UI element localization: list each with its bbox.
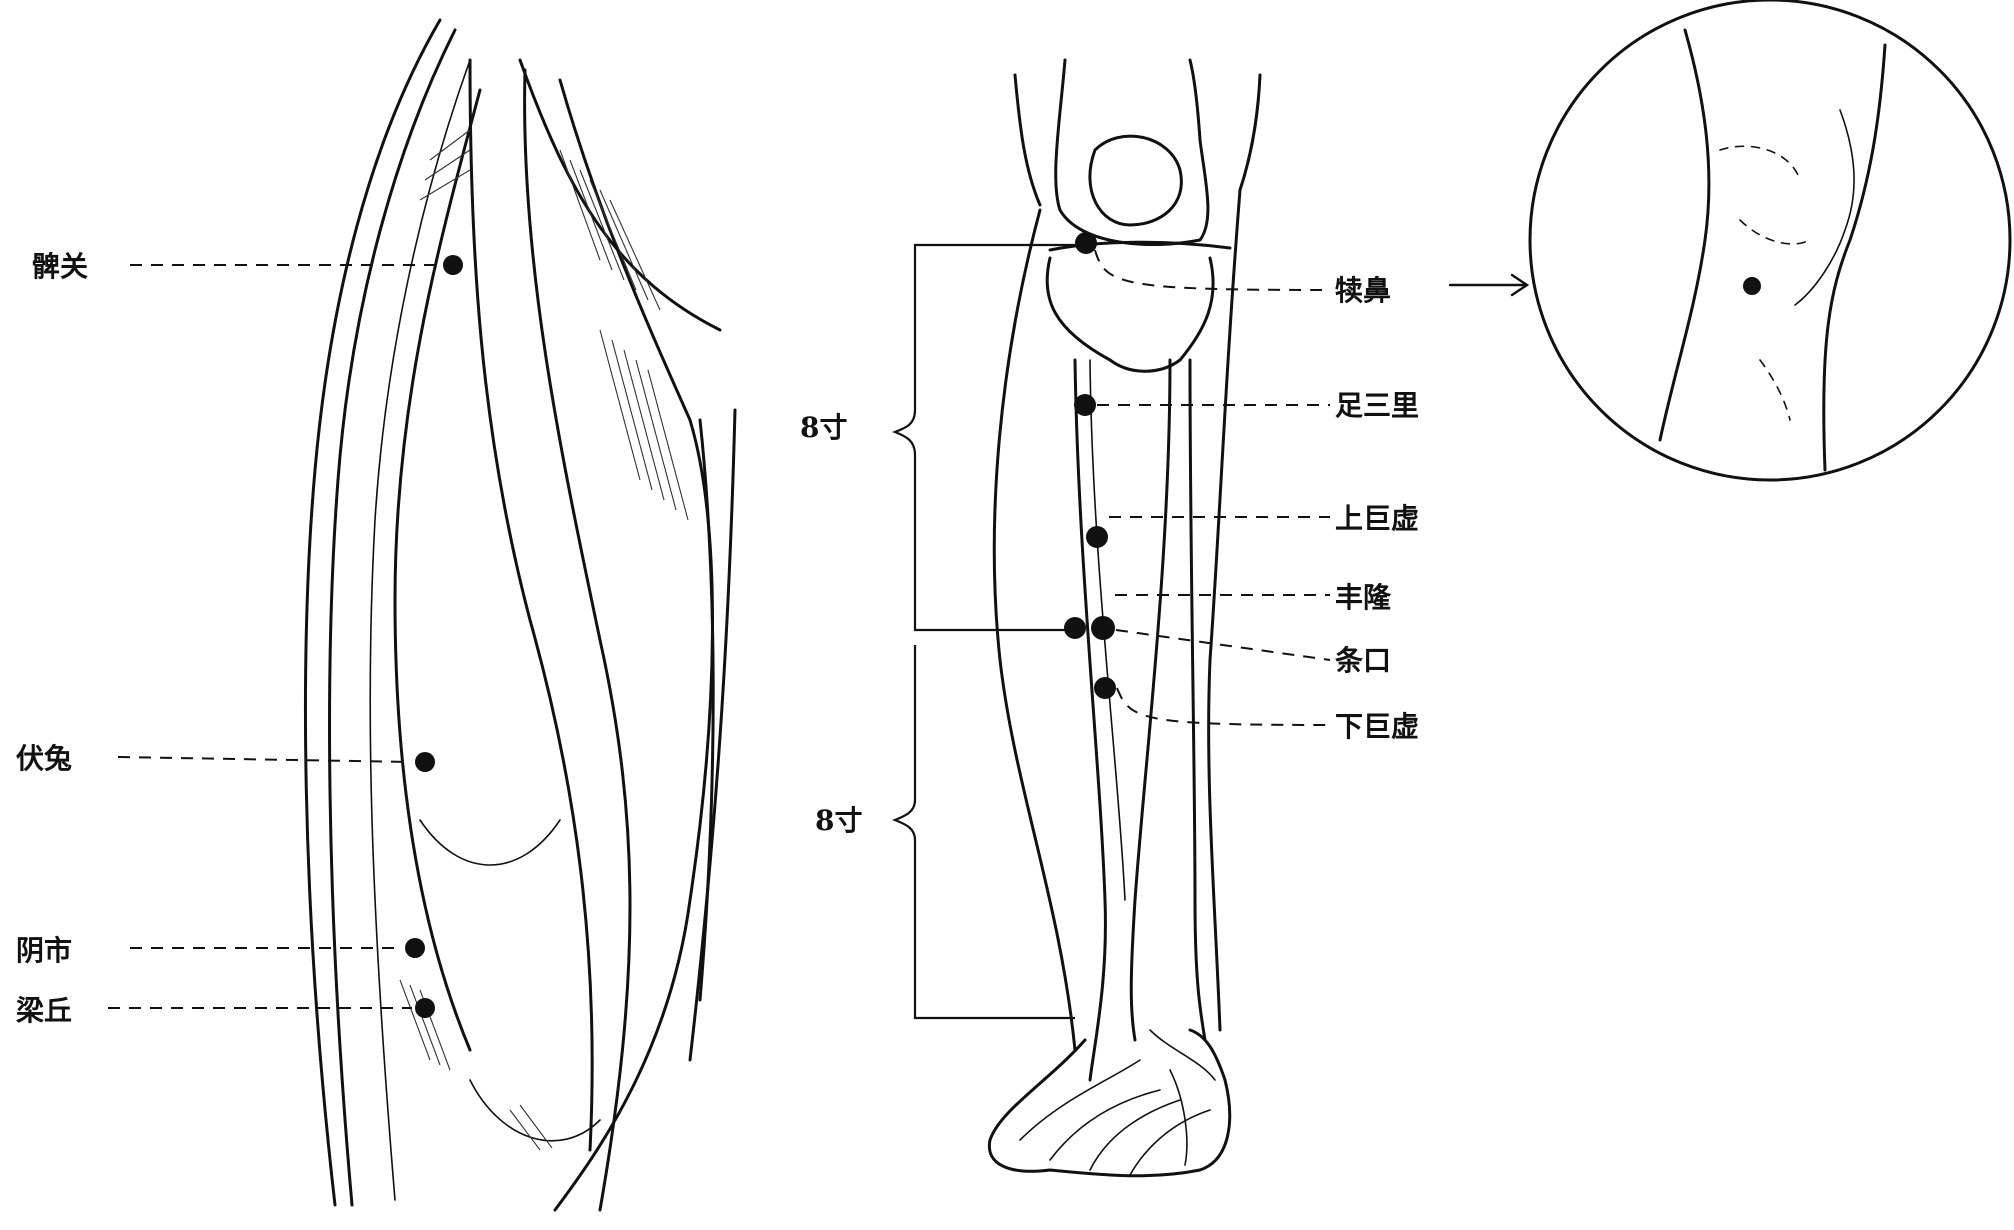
fenglong-label: 丰隆 <box>1335 581 1392 614</box>
shangjuxu-point-marker <box>1086 526 1108 548</box>
lower-8cun-brace <box>895 645 1075 1018</box>
futu-label: 伏兔 <box>16 742 72 775</box>
futu-point-marker <box>415 752 435 772</box>
liangqiu-point-marker <box>415 998 435 1018</box>
thigh-figure: 髀关 伏兔 阴市 梁丘 <box>15 20 735 1210</box>
yinshi-point-marker <box>405 938 425 958</box>
xiajuxu-leader <box>1117 688 1330 725</box>
zusanli-label: 足三里 <box>1335 389 1419 422</box>
yinshi-label: 阴市 <box>16 934 72 967</box>
dubi-point-marker <box>1075 232 1097 254</box>
knee-inset-circle <box>1530 0 2010 480</box>
upper-8cun-brace <box>895 245 1090 630</box>
shangjuxu-label: 上巨虚 <box>1335 502 1419 535</box>
biguan-label: 髀关 <box>32 250 88 283</box>
lower-leg-figure: 犊鼻 足三里 上巨虚 丰隆 条口 下巨虚 8寸 8寸 <box>800 60 1527 1176</box>
tiaokou-point-marker <box>1064 617 1086 639</box>
lower-8cun-label: 8寸 <box>815 804 862 837</box>
biguan-point-marker <box>443 255 463 275</box>
inset-dubi-point <box>1743 277 1761 295</box>
upper-8cun-label: 8寸 <box>800 411 847 444</box>
fenglong-point-marker <box>1091 616 1115 640</box>
tiaokou-label: 条口 <box>1335 644 1391 677</box>
futu-leader <box>118 757 412 762</box>
liangqiu-label: 梁丘 <box>15 994 72 1027</box>
tiaokou-leader <box>1116 630 1330 660</box>
xiajuxu-label: 下巨虚 <box>1335 710 1419 743</box>
zusanli-point-marker <box>1074 394 1096 416</box>
dubi-label: 犊鼻 <box>1335 274 1391 307</box>
xiajuxu-point-marker <box>1094 677 1116 699</box>
